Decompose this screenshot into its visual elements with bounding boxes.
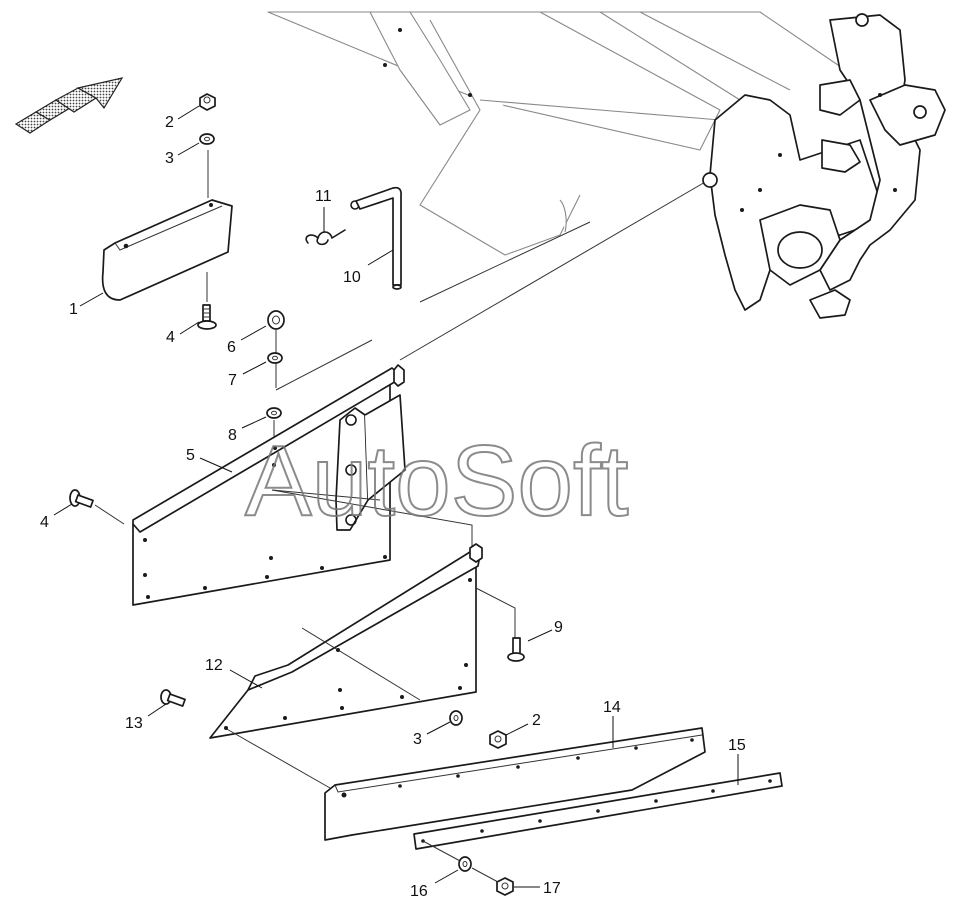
callout-3-top: 3 bbox=[165, 142, 200, 167]
part-5-side-shield bbox=[132, 364, 473, 606]
part-17-nut bbox=[496, 877, 514, 896]
part-1-cover-shield bbox=[101, 150, 233, 302]
callout-7: 7 bbox=[228, 361, 267, 389]
callout-14: 14 bbox=[603, 699, 621, 748]
part-16-washer bbox=[458, 856, 472, 872]
forward-direction-arrow-icon bbox=[14, 77, 124, 134]
svg-text:7: 7 bbox=[228, 372, 237, 389]
svg-text:2: 2 bbox=[165, 114, 174, 131]
assembly-line bbox=[419, 221, 591, 303]
svg-text:1: 1 bbox=[69, 301, 78, 318]
svg-text:4: 4 bbox=[40, 514, 49, 531]
svg-text:2: 2 bbox=[532, 712, 541, 729]
callout-12: 12 bbox=[205, 657, 263, 689]
svg-text:14: 14 bbox=[603, 699, 621, 716]
part-14-rubber-flap bbox=[324, 727, 706, 841]
part-9-bolt bbox=[507, 637, 525, 662]
part-11-spring-clip bbox=[305, 200, 360, 246]
assembly-line bbox=[94, 504, 125, 525]
callout-17: 17 bbox=[514, 880, 561, 897]
svg-text:4: 4 bbox=[166, 329, 175, 346]
callout-11: 11 bbox=[315, 188, 332, 232]
callout-13: 13 bbox=[125, 703, 167, 732]
part-3-washer-lower bbox=[449, 710, 463, 726]
callout-6: 6 bbox=[227, 325, 267, 356]
callout-15: 15 bbox=[728, 737, 746, 785]
svg-text:3: 3 bbox=[413, 731, 422, 748]
svg-text:15: 15 bbox=[728, 737, 746, 754]
callout-2-top: 2 bbox=[165, 105, 200, 131]
part-8-washer bbox=[266, 407, 282, 419]
callout-8: 8 bbox=[228, 416, 267, 444]
assembly-line bbox=[399, 177, 713, 361]
svg-text:3: 3 bbox=[165, 150, 174, 167]
callout-1: 1 bbox=[69, 292, 104, 318]
callout-5: 5 bbox=[186, 447, 233, 473]
svg-text:11: 11 bbox=[315, 188, 332, 205]
svg-text:16: 16 bbox=[410, 883, 428, 900]
svg-text:12: 12 bbox=[205, 657, 223, 674]
callout-4-top: 4 bbox=[166, 321, 200, 346]
part-3-washer-top bbox=[199, 133, 215, 145]
svg-text:9: 9 bbox=[554, 619, 563, 636]
machine-frame bbox=[267, 11, 946, 319]
assembly-line bbox=[275, 339, 373, 391]
part-6-eye-bolt bbox=[267, 310, 285, 330]
svg-text:8: 8 bbox=[228, 427, 237, 444]
callout-9: 9 bbox=[527, 619, 563, 642]
callout-3-lower: 3 bbox=[413, 721, 451, 748]
part-12-lower-bracket bbox=[209, 543, 516, 789]
watermark-text: AutoSoft bbox=[245, 425, 629, 537]
part-7-washer bbox=[267, 352, 283, 364]
svg-text:5: 5 bbox=[186, 447, 195, 464]
part-15-clamp-strip bbox=[413, 772, 783, 863]
callout-10: 10 bbox=[343, 249, 394, 286]
part-13-bolt bbox=[160, 689, 186, 707]
callout-16: 16 bbox=[410, 869, 459, 900]
svg-text:17: 17 bbox=[543, 880, 561, 897]
part-4-bolt-left bbox=[69, 489, 94, 508]
pivot-ring bbox=[702, 172, 718, 188]
callout-2-lower: 2 bbox=[505, 712, 541, 736]
svg-text:6: 6 bbox=[227, 339, 236, 356]
callout-4-left: 4 bbox=[40, 503, 73, 531]
part-4-bolt-top bbox=[197, 304, 217, 330]
part-10-pin-rod bbox=[355, 186, 402, 290]
part-2-nut-lower bbox=[489, 730, 507, 749]
svg-text:10: 10 bbox=[343, 269, 361, 286]
svg-text:13: 13 bbox=[125, 715, 143, 732]
part-2-nut-top bbox=[199, 93, 216, 111]
